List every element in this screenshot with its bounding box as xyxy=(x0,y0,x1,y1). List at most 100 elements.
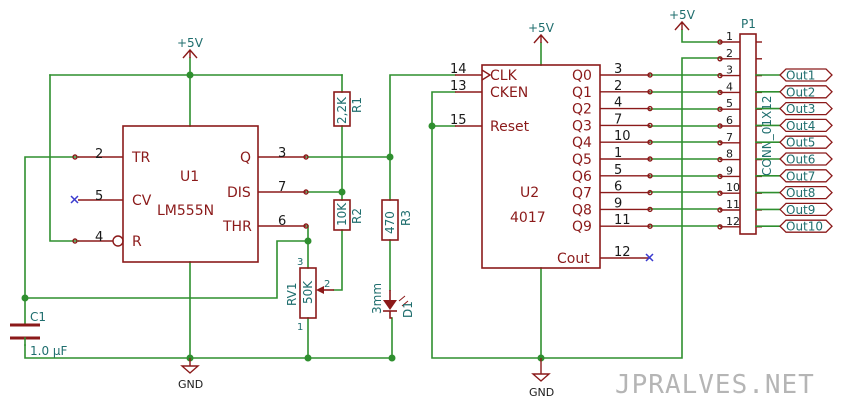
u2-output-pin-number: 5 xyxy=(614,163,622,178)
p1-pin-number: 4 xyxy=(726,80,733,93)
output-flag xyxy=(779,101,833,116)
svg-text:50K: 50K xyxy=(301,280,315,304)
r3-resistor: 470 R3 xyxy=(381,199,413,241)
u2-output-pin-number: 2 xyxy=(614,79,622,94)
output-label: Out9 xyxy=(786,203,815,217)
output-label: Out5 xyxy=(786,136,815,150)
cout-no-connect xyxy=(645,253,654,262)
svg-text:12: 12 xyxy=(614,245,631,260)
u2-output-label: Q9 xyxy=(572,219,592,235)
rv1-potentiometer: 50K RV1 3 2 1 xyxy=(285,257,334,333)
u2-output-pin-number: 9 xyxy=(614,196,622,211)
c1-capacitor: C1 1.0 µF xyxy=(10,310,68,358)
u2-output-pin-number: 11 xyxy=(614,213,631,228)
svg-text:Reset: Reset xyxy=(490,119,530,135)
output-flag xyxy=(779,202,833,217)
output-flag xyxy=(779,68,833,82)
u2-output-pin-number: 4 xyxy=(614,96,622,111)
svg-text:3: 3 xyxy=(297,257,303,268)
u2-output-pin-number: 6 xyxy=(614,180,622,195)
output-wires xyxy=(649,74,721,227)
svg-text:R2: R2 xyxy=(350,208,364,224)
p1-pin-number: 7 xyxy=(726,131,733,144)
svg-text:R3: R3 xyxy=(399,210,413,226)
output-label: Out6 xyxy=(786,153,815,167)
output-label: Out10 xyxy=(786,220,823,234)
svg-text:Cout: Cout xyxy=(557,251,590,267)
watermark: JPRALVES.NET xyxy=(615,370,815,400)
u2-output-label: Q5 xyxy=(572,152,592,168)
output-label: Out2 xyxy=(786,85,815,99)
svg-text:14: 14 xyxy=(450,62,467,77)
svg-text:CKEN: CKEN xyxy=(490,85,528,101)
svg-text:Q: Q xyxy=(240,150,251,166)
svg-text:10K: 10K xyxy=(335,202,349,226)
svg-text:RV1: RV1 xyxy=(285,282,299,306)
gnd-symbol-u2: GND xyxy=(529,358,554,399)
output-label: Out1 xyxy=(786,69,815,83)
svg-text:+5V: +5V xyxy=(528,21,555,35)
p1-pin-number: 11 xyxy=(726,198,740,211)
output-label: Out3 xyxy=(786,102,815,116)
wires xyxy=(24,29,721,359)
u2-output-label: Q6 xyxy=(572,169,592,185)
svg-text:6: 6 xyxy=(278,214,286,229)
u2-output-pin-number: 1 xyxy=(614,146,622,161)
u2-output-pin-number: 7 xyxy=(614,112,622,127)
output-flag xyxy=(779,118,833,133)
p1-pin-number: 9 xyxy=(726,164,733,177)
d1-led: 3mm D1 xyxy=(370,283,415,319)
p1-pin-number: 2 xyxy=(726,47,733,60)
u1-lm555: TR CV R Q DIS THR U1 LM555N 2 5 4 3 7 6 xyxy=(70,125,309,263)
output-label: Out8 xyxy=(786,186,815,200)
p1-pin-number: 8 xyxy=(726,148,733,161)
p1-pin-number: 3 xyxy=(726,64,733,77)
p1-pin-number: 5 xyxy=(726,97,733,110)
svg-text:3: 3 xyxy=(278,146,286,161)
output-label: Out4 xyxy=(786,119,815,133)
output-flag xyxy=(779,135,833,149)
cv-no-connect xyxy=(70,195,79,204)
svg-text:CLK: CLK xyxy=(490,68,518,84)
svg-text:CONN_01X12: CONN_01X12 xyxy=(760,95,774,176)
vcc-symbol-p1: +5V xyxy=(669,8,696,31)
svg-text:CV: CV xyxy=(132,193,152,209)
u2-output-pin-number: 10 xyxy=(614,129,631,144)
u2-output-label: Q3 xyxy=(572,118,592,134)
output-flag xyxy=(779,169,833,183)
vcc-symbol-u1: +5V xyxy=(177,36,204,59)
svg-text:+5V: +5V xyxy=(177,36,204,50)
svg-text:R: R xyxy=(132,234,142,250)
svg-text:P1: P1 xyxy=(741,17,756,31)
vcc-symbol-u2: +5V xyxy=(528,21,555,44)
r1-resistor: 2,2K R1 xyxy=(333,91,364,127)
u2-output-pin-number: 3 xyxy=(614,62,622,77)
svg-text:7: 7 xyxy=(278,180,286,195)
p1-pin-number: 12 xyxy=(726,215,740,228)
output-flag xyxy=(779,85,833,99)
svg-text:3mm: 3mm xyxy=(370,283,384,314)
svg-text:2: 2 xyxy=(324,279,330,290)
svg-text:U1: U1 xyxy=(180,169,199,185)
u2-output-label: Q7 xyxy=(572,186,592,202)
svg-text:5: 5 xyxy=(95,189,103,204)
output-flag xyxy=(779,152,833,166)
u2-4017: CLK CKEN Reset Cout U2 4017 14 13 15 12 … xyxy=(450,62,654,269)
svg-text:2: 2 xyxy=(95,147,103,162)
svg-text:+5V: +5V xyxy=(669,8,696,22)
svg-text:TR: TR xyxy=(131,150,151,166)
svg-text:GND: GND xyxy=(529,386,554,399)
svg-text:1.0 µF: 1.0 µF xyxy=(30,344,68,358)
svg-text:R1: R1 xyxy=(350,97,364,113)
svg-text:13: 13 xyxy=(450,79,467,94)
u2-output-label: Q1 xyxy=(572,85,592,101)
svg-text:1: 1 xyxy=(297,322,303,333)
svg-text:4017: 4017 xyxy=(510,210,546,226)
r2-resistor: 10K R2 xyxy=(333,199,364,231)
u2-output-label: Q4 xyxy=(572,135,592,151)
svg-text:2,2K: 2,2K xyxy=(335,96,349,124)
gnd-symbol-u1: GND xyxy=(178,358,203,391)
svg-text:GND: GND xyxy=(178,378,203,391)
